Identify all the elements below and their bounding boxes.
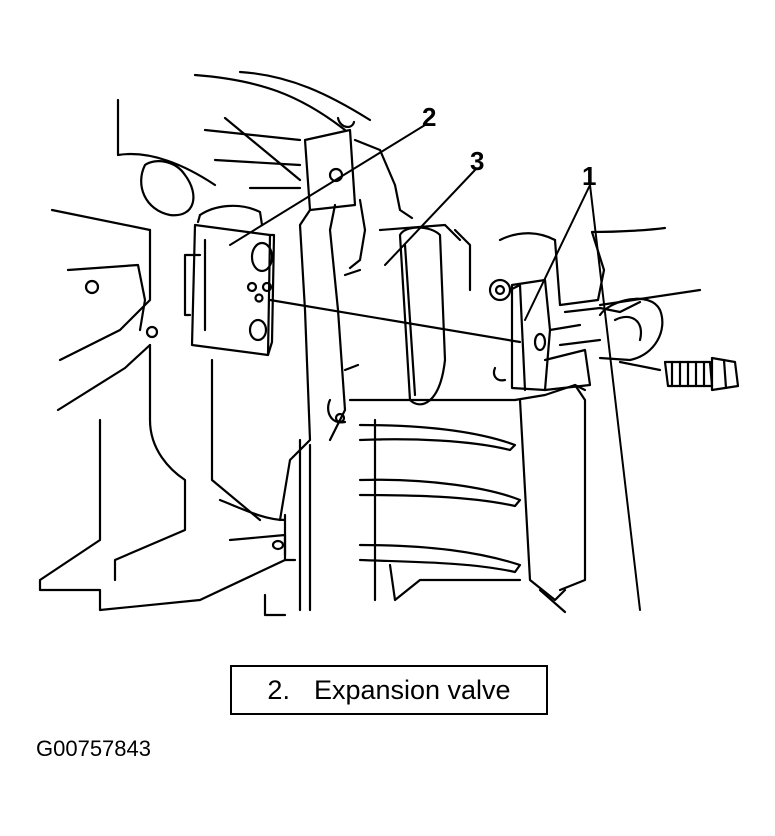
left-dash-panel (38, 208, 297, 617)
evaporator-housing (348, 223, 587, 602)
legend-box: 2. Expansion valve (230, 665, 548, 715)
callout-2: 2 (422, 102, 437, 132)
lower-cable (538, 588, 567, 614)
block-fitting (488, 278, 592, 392)
figure-id: G00757843 (36, 736, 151, 761)
callout-3: 3 (470, 146, 485, 176)
bolt (663, 356, 740, 392)
legend-number: 2. (267, 674, 290, 705)
legend-text: Expansion valve (313, 674, 511, 705)
mounting-bracket (278, 116, 414, 612)
leader-lines (229, 124, 641, 611)
refrigerant-lines (268, 226, 702, 372)
callout-1: 1 (582, 161, 597, 191)
expansion-valve (190, 204, 276, 357)
upper-hoses (116, 70, 372, 217)
